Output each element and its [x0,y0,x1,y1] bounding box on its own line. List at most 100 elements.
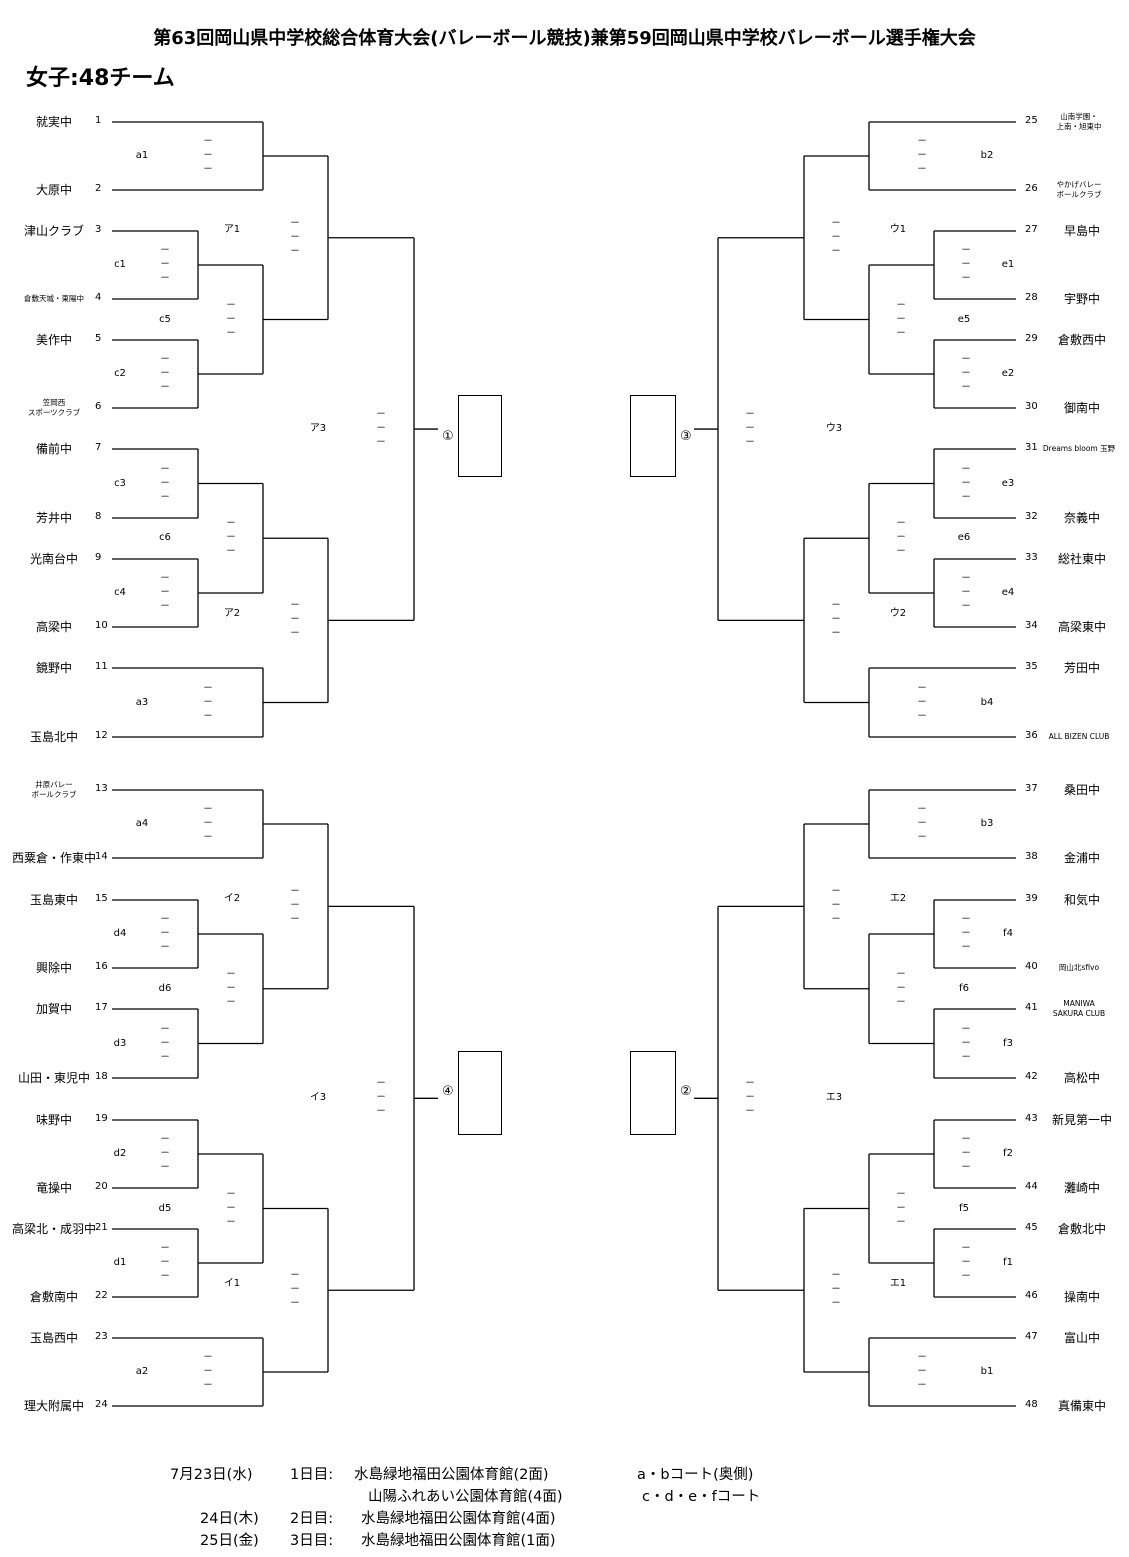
score-dash: － [896,1188,906,1200]
score-dashes: －－－ [159,353,171,395]
team-name: 高梁東中 [1058,621,1106,633]
score-dashes: －－－ [375,408,387,450]
score-dash: － [290,914,300,926]
score-dash: － [961,942,971,953]
score-dash: － [896,313,906,325]
score-dash: － [290,900,300,912]
team-name-line: 理大附属中 [23,1399,85,1413]
score-dashes: －－－ [744,1077,756,1119]
team-number: 41 [1025,1002,1038,1013]
score-dash: － [160,1243,170,1254]
score-dash: － [160,491,170,503]
team-number: 19 [95,1113,108,1124]
score-dash: － [376,1078,386,1090]
team-name-line: 大原中 [35,183,73,197]
score-dash: － [226,982,236,994]
team-number: 29 [1025,333,1038,344]
score-dash: － [226,1202,236,1214]
page-title: 第63回岡山県中学校総合体育大会(バレーボール競技)兼第59回岡山県中学校バレー… [153,28,976,49]
score-dashes: －－－ [159,1023,171,1065]
score-dashes: －－－ [830,885,842,927]
score-dash: － [896,982,906,994]
score-dash: － [917,1380,927,1391]
team-name: 理大附属中 [24,1400,84,1412]
score-dash: － [160,382,170,393]
score-dash: － [376,1092,386,1104]
score-dash: － [203,818,213,829]
team-number: 23 [95,1331,108,1342]
team-name-line: 西粟倉・作東中 [11,851,97,865]
score-dashes: －－－ [159,1242,171,1284]
score-dash: － [290,217,300,229]
schedule-venue: 山陽ふれあい公園体育館(4面) [368,1489,563,1505]
team-name-line: 高梁北・成羽中 [11,1222,97,1236]
team-number: 42 [1025,1071,1038,1082]
team-number: 40 [1025,961,1038,972]
match-code: b4 [980,696,994,708]
score-dash: － [961,1271,971,1282]
score-dash: － [745,409,755,421]
team-name: 備前中 [36,443,72,455]
team-name: 井原バレーボールクラブ [32,780,77,800]
score-dash: － [961,1037,971,1049]
team-name: 玉島東中 [30,894,78,906]
team-name: 操南中 [1064,1291,1100,1303]
team-name-line: 総社東中 [1057,552,1107,566]
score-dash: － [896,968,906,980]
team-name-line: SAKURA CLUB [1052,1009,1106,1019]
score-dash: － [160,259,170,270]
score-dash: － [831,217,841,229]
team-name-line: ALL BIZEN CLUB [1048,732,1110,741]
schedule-court: c・d・e・fコート [642,1489,761,1505]
score-dash: － [226,996,236,1008]
match-code: c3 [114,477,126,489]
match-code: エ1 [889,1278,907,1289]
final-box-2 [630,1051,676,1135]
team-name: 津山クラブ [24,225,84,237]
score-dashes: －－－ [225,1188,237,1230]
score-dashes: －－－ [289,217,301,259]
score-dashes: － － － [289,885,301,927]
team-name-line: 光南台中 [29,552,79,566]
score-dashes: －－－ [960,913,972,955]
match-code: c1 [114,259,126,270]
schedule-venue: 水島緑地福田公園体育館(1面) [361,1533,556,1549]
final-label-1: ① [442,429,454,444]
match-code: b1 [980,1366,994,1377]
team-name-line: 金浦中 [1063,851,1101,865]
score-dash: － [290,886,300,898]
score-dash: － [290,600,300,612]
score-dash: － [961,1148,971,1159]
match-code: c2 [114,368,126,379]
team-name: 竜操中 [36,1182,72,1194]
score-dash: － [160,1037,170,1049]
score-dashes: －－－ [830,1269,842,1311]
team-number: 16 [95,961,108,972]
score-dash: － [961,382,971,393]
team-number: 8 [95,511,102,522]
team-number: 43 [1025,1113,1038,1124]
team-name-line: 備前中 [35,442,73,456]
match-code: ア1 [223,224,241,235]
score-dash: － [290,1298,300,1310]
team-name-line: ボールクラブ [31,790,77,800]
score-dash: － [961,1134,971,1145]
match-code: f1 [1003,1257,1013,1268]
team-name: 光南台中 [30,553,78,565]
team-number: 5 [95,333,102,344]
score-dashes: －－－ [202,803,214,845]
score-dash: － [290,1270,300,1282]
match-code: c4 [114,587,126,598]
team-name-line: 宇野中 [1063,292,1101,306]
score-dash: － [290,245,300,257]
score-dash: － [961,463,971,475]
score-dash: － [961,1023,971,1035]
team-name: 芳井中 [36,512,72,524]
score-dash: － [917,804,927,815]
team-number: 45 [1025,1222,1038,1233]
team-name: 倉敷北中 [1058,1223,1106,1235]
team-name: 芳田中 [1064,662,1100,674]
score-dash: － [290,1284,300,1296]
score-dash: － [160,1162,170,1173]
